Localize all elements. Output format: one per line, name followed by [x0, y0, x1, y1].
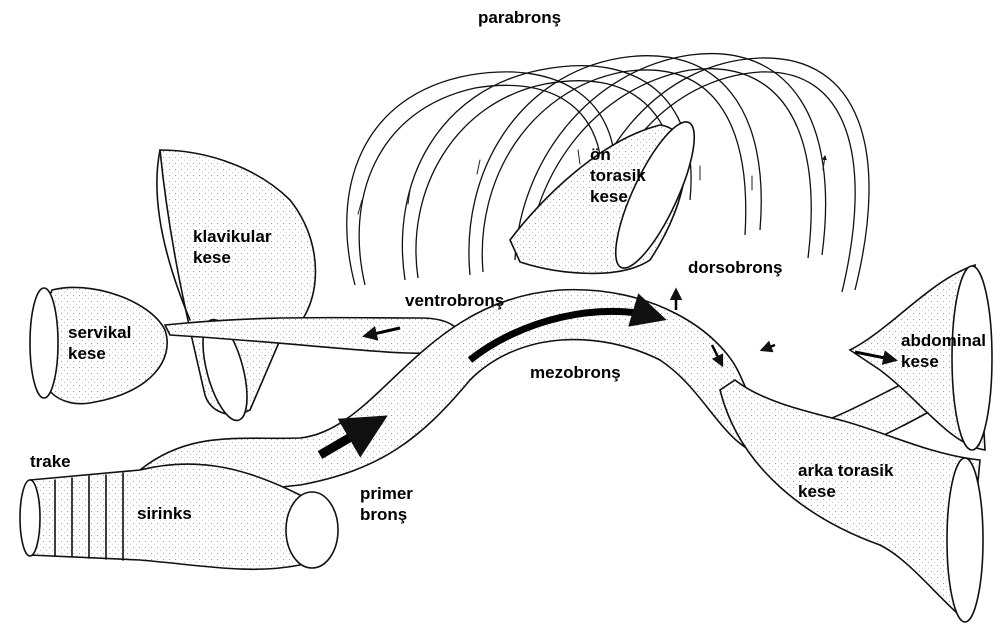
label-line: kese [68, 343, 131, 364]
label-trachea: trake [30, 451, 71, 472]
label-line: arka torasik [798, 460, 893, 481]
label-parabronch: parabronş [478, 7, 561, 28]
label-line: kese [901, 351, 986, 372]
label-line: servikal [68, 322, 131, 343]
label-primary-bronch: primer bronş [360, 483, 413, 525]
label-line: kese [798, 481, 893, 502]
label-line: torasik [590, 165, 646, 186]
label-line: klavikular [193, 226, 271, 247]
label-syrinx: sirinks [137, 503, 192, 524]
label-clavicular-sac: klavikular kese [193, 226, 271, 268]
label-anterior-thoracic-sac: ön torasik kese [590, 144, 646, 207]
label-line: ön [590, 144, 646, 165]
label-line: abdominal [901, 330, 986, 351]
label-mesobronch: mezobronş [530, 362, 621, 383]
label-cervical-sac: servikal kese [68, 322, 131, 364]
label-line: primer [360, 483, 413, 504]
label-line: kese [590, 186, 646, 207]
label-ventrobronch: ventrobronş [405, 290, 504, 311]
label-line: bronş [360, 504, 413, 525]
label-abdominal-sac: abdominal kese [901, 330, 986, 372]
clavicular-sac-shape [157, 150, 316, 425]
label-line: kese [193, 247, 271, 268]
label-dorsobronch: dorsobronş [688, 257, 782, 278]
label-posterior-thoracic-sac: arka torasik kese [798, 460, 893, 502]
